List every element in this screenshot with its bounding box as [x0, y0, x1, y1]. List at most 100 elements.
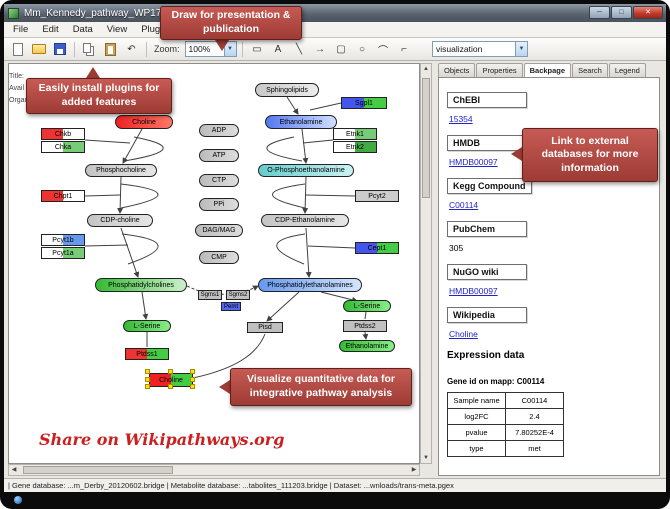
new-file-button[interactable]	[8, 40, 27, 59]
tab-legend[interactable]: Legend	[608, 63, 646, 78]
pathway-node-sgpl1[interactable]: Sgpl1	[341, 97, 387, 109]
maximize-button[interactable]: □	[611, 6, 632, 19]
pathway-node-adp[interactable]: ADP	[199, 124, 239, 137]
scroll-left-icon[interactable]: ◀	[11, 467, 17, 473]
pathway-node-ppi[interactable]: PPi	[199, 198, 239, 211]
tab-objects[interactable]: Objects	[438, 63, 476, 78]
database-link[interactable]: HMDB00097	[449, 157, 498, 167]
expression-data-title: Expression data	[447, 350, 525, 361]
save-button[interactable]	[50, 40, 69, 59]
menu-item-file[interactable]: File	[13, 23, 29, 35]
tab-search[interactable]: Search	[572, 63, 608, 78]
tab-backpage[interactable]: Backpage	[523, 63, 572, 78]
save-floppy-icon	[53, 43, 66, 55]
selection-handle[interactable]	[145, 377, 150, 382]
selection-handle[interactable]	[190, 377, 195, 382]
visualization-combobox[interactable]: visualization ▼	[432, 41, 528, 57]
pathway-node-pcyt1a[interactable]: Pcyt1a	[41, 247, 85, 259]
minimize-button[interactable]: ─	[589, 6, 610, 19]
database-link[interactable]: Choline	[449, 329, 478, 339]
pathway-node-ptdss1[interactable]: Ptdss1	[125, 348, 169, 360]
menu-item-data[interactable]: Data	[72, 23, 93, 35]
pathway-node-ptdss2[interactable]: Ptdss2	[343, 320, 387, 332]
table-cell: met	[505, 440, 564, 457]
database-link[interactable]: 15354	[449, 114, 473, 124]
pathway-node-dag-mag[interactable]: DAG/MAG	[195, 224, 243, 237]
open-file-button[interactable]	[29, 40, 48, 59]
label-tool-button[interactable]: A	[269, 40, 288, 59]
pathway-node-ethanolamine[interactable]: Ethanolamine	[265, 115, 337, 129]
pathway-node-l-serine[interactable]: L-Serine	[343, 300, 391, 312]
table-cell: 2.4	[505, 408, 564, 425]
pathway-node-pemt[interactable]: Pemt	[221, 302, 241, 311]
arc-tool-button[interactable]: ⌒	[374, 40, 393, 59]
scroll-right-icon[interactable]: ▶	[411, 467, 417, 473]
pathway-node-phosphocholine[interactable]: Phosphocholine	[85, 164, 157, 177]
pathway-node-phosphatidylcholines[interactable]: Phosphatidylcholines	[95, 278, 187, 292]
pathway-node-chka[interactable]: Chka	[41, 141, 85, 153]
selection-handle[interactable]	[168, 369, 173, 374]
selection-handle[interactable]	[168, 384, 173, 389]
database-link[interactable]: C00114	[449, 200, 479, 210]
horizontal-scrollbar[interactable]: ◀ ▶	[8, 464, 420, 476]
pathway-edge	[123, 136, 164, 162]
selection-handle[interactable]	[190, 369, 195, 374]
pathway-node-ctp[interactable]: CTP	[199, 174, 239, 187]
menu-item-edit[interactable]: Edit	[42, 23, 59, 35]
selection-handle[interactable]	[145, 384, 150, 389]
titlebar[interactable]: Mm_Kennedy_pathway_WP1771_45176.gpml ─ □…	[4, 4, 666, 22]
pathway-node-o-phosphoethanolamine[interactable]: O-Phosphoethanolamine	[258, 164, 354, 177]
callout-external-databases: Link to external databases for more info…	[522, 128, 658, 182]
zoom-combobox[interactable]: 100% ▼	[184, 41, 237, 57]
scroll-down-icon[interactable]: ▼	[423, 455, 429, 461]
pathway-node-sgms1[interactable]: Sgms1	[198, 290, 222, 300]
close-button[interactable]: ✕	[633, 6, 663, 19]
selection-handle[interactable]	[190, 384, 195, 389]
pathway-edge	[307, 245, 356, 249]
pathway-edge	[320, 291, 358, 303]
datanode-tool-button[interactable]: ▭	[248, 40, 267, 59]
pathway-node-chpt1[interactable]: Chpt1	[41, 190, 85, 202]
paste-button[interactable]	[101, 40, 120, 59]
pathway-edge	[364, 311, 367, 320]
rectangle-tool-button[interactable]: ▢	[332, 40, 351, 59]
pathway-node-choline[interactable]: Choline	[115, 115, 173, 129]
pathway-node-cdp-ethanolamine[interactable]: CDP-Ethanolamine	[261, 214, 349, 227]
toolbar-separator	[241, 41, 243, 57]
selection-handle[interactable]	[145, 369, 150, 374]
line-tool-icon: ╲	[296, 43, 303, 55]
pathway-node-cdp-choline[interactable]: CDP-choline	[87, 214, 153, 227]
ellipse-tool-button[interactable]: ○	[353, 40, 372, 59]
info-label-availability: Avail	[9, 85, 25, 92]
pathway-node-etnk1[interactable]: Etnk1	[333, 128, 377, 140]
pathway-node-ethanolamine[interactable]: Ethanolamine	[339, 340, 395, 352]
scroll-up-icon[interactable]: ▲	[423, 66, 429, 72]
pathway-node-pcyt2[interactable]: Pcyt2	[355, 190, 399, 202]
pathway-node-cept1[interactable]: Cept1	[355, 242, 399, 254]
vertical-scrollbar[interactable]: ▲ ▼	[420, 63, 432, 464]
pathway-node-pisd[interactable]: Pisd	[247, 322, 283, 333]
pathway-node-atp[interactable]: ATP	[199, 149, 239, 162]
main-area: Title: Avail Organ Share on Wikipathways…	[4, 61, 666, 478]
pathway-node-phosphatidylethanolamines[interactable]: Phosphatidylethanolamines	[258, 278, 362, 292]
tab-properties[interactable]: Properties	[476, 63, 523, 78]
menu-item-plugins[interactable]: Plugins	[141, 23, 173, 35]
pathway-node-pcyt1b[interactable]: Pcyt1b	[41, 234, 85, 246]
arrow-tool-button[interactable]: →	[311, 40, 330, 59]
pathway-node-etnk2[interactable]: Etnk2	[333, 141, 377, 153]
horizontal-scroll-thumb[interactable]	[23, 466, 173, 474]
pathway-node-sphingolipids[interactable]: Sphingolipids	[255, 83, 319, 97]
menu-item-view[interactable]: View	[106, 23, 128, 35]
pathway-node-l-serine[interactable]: L-Serine	[123, 320, 171, 332]
undo-button[interactable]: ↶	[122, 40, 141, 59]
database-link[interactable]: HMDB00097	[449, 286, 498, 296]
pathway-node-sgms2[interactable]: Sgms2	[226, 290, 250, 300]
copy-button[interactable]	[80, 40, 99, 59]
line-tool-button[interactable]: ╲	[290, 40, 309, 59]
pathway-node-cmp[interactable]: CMP	[199, 251, 239, 264]
pathway-node-chkb[interactable]: Chkb	[41, 128, 85, 140]
bracket-tool-button[interactable]: ⌐	[395, 40, 414, 59]
vertical-scroll-thumb[interactable]	[422, 78, 430, 198]
